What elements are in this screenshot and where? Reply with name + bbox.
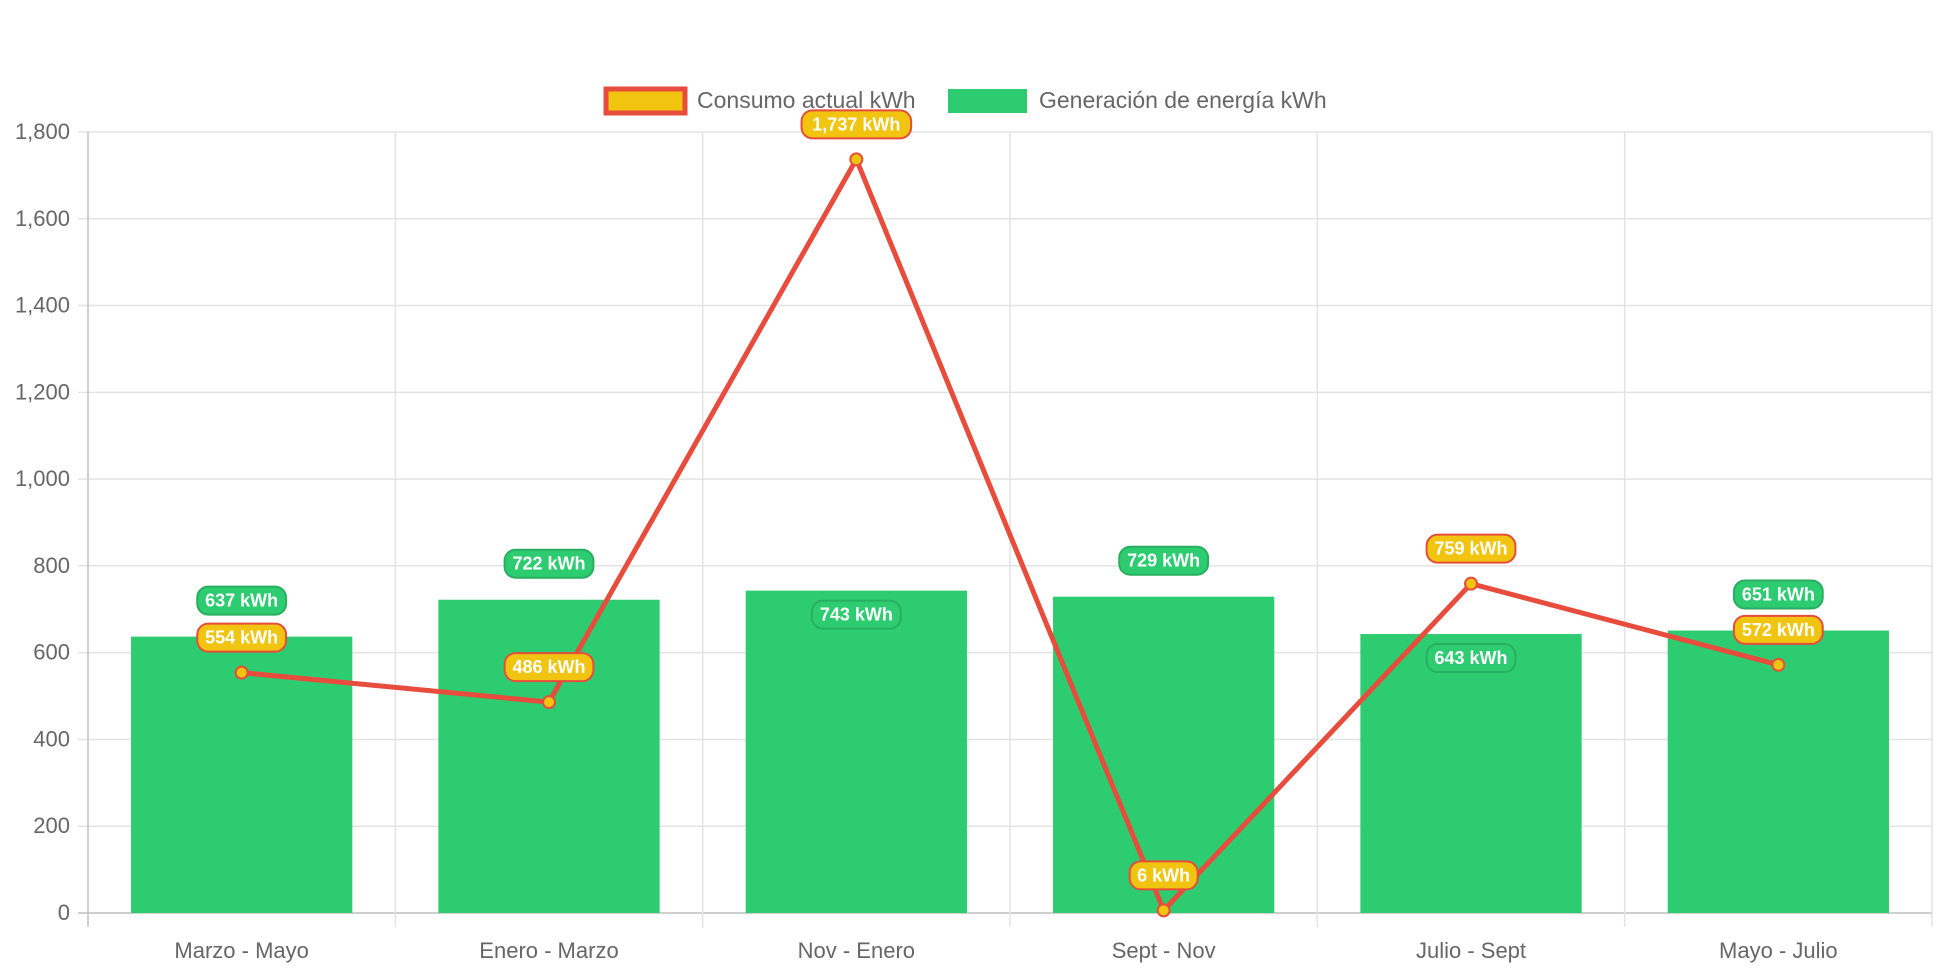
line-value-label-text: 6 kWh bbox=[1137, 865, 1190, 885]
line-value-label-bg bbox=[1425, 533, 1517, 564]
y-tick-label: 200 bbox=[33, 813, 70, 838]
line-value-label: 759 kWh bbox=[1425, 533, 1517, 564]
bar[interactable] bbox=[131, 636, 353, 913]
legend[interactable]: Consumo actual kWh Generación de energía… bbox=[603, 86, 1327, 116]
bar-value-label: 651 kWh bbox=[1732, 579, 1824, 610]
bar-value-label-bg bbox=[196, 585, 288, 616]
y-tick-label: 800 bbox=[33, 553, 70, 578]
line-value-label-text: 759 kWh bbox=[1434, 539, 1507, 559]
line-value-label: 6 kWh bbox=[1128, 860, 1199, 891]
y-tick-label: 1,800 bbox=[15, 119, 70, 144]
bar[interactable] bbox=[1053, 596, 1275, 913]
bars-layer bbox=[131, 590, 1889, 913]
axis-layer: 0 200 400 600 800 1,000 1,200 1,400 1,600 1,800Ma… bbox=[15, 119, 1838, 963]
bar-value-label-bg bbox=[1425, 643, 1517, 674]
line-layer bbox=[234, 152, 1786, 918]
y-tick-label: 1,000 bbox=[15, 466, 70, 491]
line-value-label-bg bbox=[1732, 614, 1824, 645]
y-tick-label: 400 bbox=[33, 726, 70, 751]
line-value-label-text: 572 kWh bbox=[1742, 620, 1815, 640]
consumo-line bbox=[241, 156, 1779, 913]
legend-swatch-generacion bbox=[948, 89, 1027, 113]
line-point[interactable] bbox=[234, 665, 249, 680]
line-point[interactable] bbox=[542, 695, 556, 710]
bar-value-label-bg bbox=[503, 548, 595, 579]
y-tick-label: 0 bbox=[58, 900, 70, 925]
y-tick-label: 1,400 bbox=[15, 293, 70, 318]
line-point[interactable] bbox=[1771, 657, 1786, 672]
bar-value-label-text: 651 kWh bbox=[1742, 585, 1815, 605]
bar-value-label: 729 kWh bbox=[1118, 545, 1210, 576]
bar-value-label: 743 kWh bbox=[810, 599, 902, 630]
legend-label-generacion: Generación de energía kWh bbox=[1039, 87, 1327, 113]
line-point[interactable] bbox=[1156, 903, 1171, 918]
bar-value-label-bg bbox=[1118, 545, 1210, 576]
line-value-label: 486 kWh bbox=[503, 652, 595, 683]
bar-value-label-text: 729 kWh bbox=[1127, 551, 1200, 571]
bar-value-label: 643 kWh bbox=[1425, 643, 1517, 674]
bar-value-label-text: 637 kWh bbox=[205, 591, 278, 611]
bar[interactable] bbox=[1360, 634, 1582, 913]
y-tick-label: 1,200 bbox=[15, 379, 70, 404]
y-tick-label: 1,600 bbox=[15, 206, 70, 231]
line-point[interactable] bbox=[1464, 576, 1478, 591]
line-value-label: 1,737 kWh bbox=[800, 109, 913, 140]
legend-label-consumo: Consumo actual kWh bbox=[697, 87, 916, 113]
bar[interactable] bbox=[438, 599, 660, 913]
x-tick-label: Nov - Enero bbox=[798, 938, 915, 963]
bar-value-label-text: 722 kWh bbox=[512, 554, 585, 574]
grid-layer bbox=[78, 131, 1933, 927]
legend-swatch-consumo bbox=[603, 86, 688, 116]
line-value-label-bg bbox=[1128, 860, 1199, 891]
bar-value-label: 722 kWh bbox=[503, 548, 595, 579]
bar-value-label-bg bbox=[810, 599, 902, 630]
line-value-label: 554 kWh bbox=[196, 622, 288, 653]
x-tick-label: Enero - Marzo bbox=[479, 938, 618, 963]
line-value-label-text: 486 kWh bbox=[512, 657, 585, 677]
line-value-label-text: 554 kWh bbox=[205, 628, 278, 648]
labels-layer: 637 kWh 722 kWh 743 kWh 729 kWh 643 kWh 651 k… bbox=[196, 109, 1824, 891]
line-value-label-bg bbox=[503, 652, 595, 683]
bar-value-label-text: 643 kWh bbox=[1434, 648, 1507, 668]
bar[interactable] bbox=[1667, 630, 1889, 913]
legend-item-generacion[interactable]: Generación de energía kWh bbox=[948, 87, 1327, 113]
bar[interactable] bbox=[745, 590, 967, 913]
line-value-label: 572 kWh bbox=[1732, 614, 1824, 645]
x-tick-label: Julio - Sept bbox=[1416, 938, 1526, 963]
x-tick-label: Sept - Nov bbox=[1112, 938, 1216, 963]
y-tick-label: 600 bbox=[33, 640, 70, 665]
line-point[interactable] bbox=[849, 152, 864, 167]
bar-value-label-bg bbox=[1732, 579, 1824, 610]
line-value-label-bg bbox=[800, 109, 913, 140]
line-value-label-text: 1,737 kWh bbox=[812, 114, 900, 134]
legend-item-consumo[interactable]: Consumo actual kWh bbox=[603, 86, 916, 116]
x-tick-label: Mayo - Julio bbox=[1719, 938, 1838, 963]
x-tick-label: Marzo - Mayo bbox=[174, 938, 308, 963]
bar-value-label-text: 743 kWh bbox=[820, 605, 893, 625]
line-value-label-bg bbox=[196, 622, 288, 653]
bar-value-label: 637 kWh bbox=[196, 585, 288, 616]
